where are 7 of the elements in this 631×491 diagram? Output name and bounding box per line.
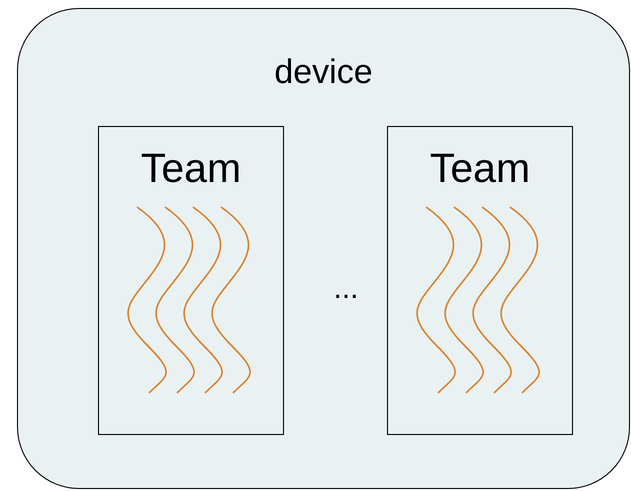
container-box [17,8,630,489]
team-box [387,126,573,435]
team-label: Team [140,145,242,192]
team-label: Team [430,145,530,192]
ellipsis-text: ... [333,272,358,306]
team-box [98,126,284,435]
container-title: device [274,53,373,92]
